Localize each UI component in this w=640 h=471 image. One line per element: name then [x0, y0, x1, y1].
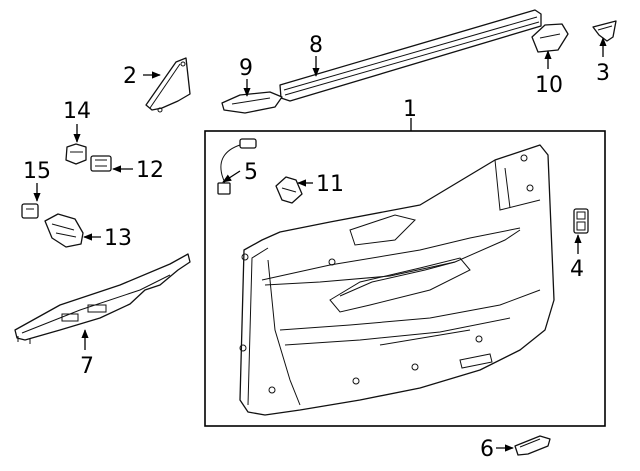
- callout-1: 1: [403, 97, 417, 122]
- armrest-base-part: [14, 253, 191, 344]
- leader-lines: [33, 37, 607, 452]
- switch-part: [573, 208, 589, 234]
- door-panel-frame: [204, 130, 606, 427]
- callout-10: 10: [535, 73, 563, 98]
- callout-15: 15: [23, 159, 51, 184]
- connector-part: [275, 176, 303, 204]
- small-connector-part: [21, 203, 39, 219]
- callout-13: 13: [104, 226, 132, 251]
- clip-part: [514, 435, 551, 456]
- end-cap-part: [531, 23, 569, 53]
- callout-3: 3: [596, 61, 610, 86]
- callout-9: 9: [239, 56, 253, 81]
- callout-2: 2: [123, 64, 137, 89]
- callout-4: 4: [570, 257, 584, 282]
- callout-6: 6: [480, 437, 494, 462]
- mirror-cover-part: [145, 57, 191, 113]
- door-trim-panel-part: [239, 144, 555, 416]
- callout-5: 5: [244, 160, 258, 185]
- callout-8: 8: [309, 33, 323, 58]
- callout-12: 12: [136, 158, 164, 183]
- switch-assembly-part: [44, 213, 84, 248]
- callout-14: 14: [63, 99, 91, 124]
- cap-part: [592, 20, 617, 42]
- weatherstrip-part: [279, 9, 542, 102]
- callout-11: 11: [316, 172, 344, 197]
- callout-7: 7: [80, 354, 94, 379]
- knob-part: [65, 143, 87, 165]
- bracket-part: [221, 91, 283, 114]
- harness-part: [217, 138, 257, 195]
- switch-base-part: [90, 155, 112, 172]
